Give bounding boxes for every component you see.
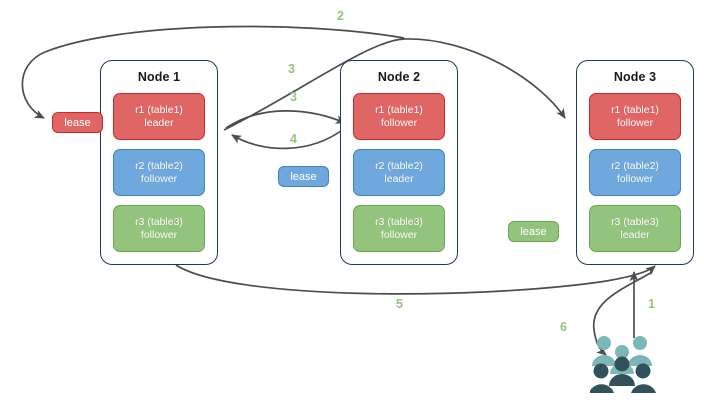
- replica-r2[interactable]: r2 (table2) follower: [589, 149, 681, 196]
- replica-role: leader: [384, 172, 414, 185]
- replica-r1[interactable]: r1 (table1) follower: [589, 93, 681, 140]
- replica-name: r3 (table3): [375, 215, 423, 228]
- step-label-1: 1: [648, 297, 655, 311]
- arrow-step-3-to-node3: [223, 38, 566, 131]
- replica-name: r1 (table1): [135, 103, 183, 116]
- replica-name: r3 (table3): [611, 215, 659, 228]
- replica-name: r2 (table2): [375, 159, 423, 172]
- replica-role: follower: [380, 116, 418, 129]
- node-title: Node 3: [613, 70, 657, 84]
- arrow-step-6: [593, 271, 653, 356]
- replica-list: r1 (table1) follower r2 (table2) leader …: [341, 93, 457, 252]
- lease-badge-red[interactable]: lease: [52, 112, 103, 133]
- replica-role: follower: [140, 228, 178, 241]
- arrow-step-4: [231, 127, 346, 150]
- node-title: Node 2: [377, 70, 421, 84]
- node-container-3[interactable]: Node 3 r1 (table1) follower r2 (table2) …: [576, 60, 694, 265]
- replica-role: follower: [616, 116, 654, 129]
- replica-r1[interactable]: r1 (table1) follower: [353, 93, 445, 140]
- replica-role: follower: [140, 172, 178, 185]
- node-container-2[interactable]: Node 2 r1 (table1) follower r2 (table2) …: [340, 60, 458, 265]
- replica-name: r2 (table2): [135, 159, 183, 172]
- replica-r2[interactable]: r2 (table2) leader: [353, 149, 445, 196]
- replica-r1[interactable]: r1 (table1) leader: [113, 93, 205, 140]
- arrow-step-3-to-node2: [225, 110, 346, 129]
- replica-role: leader: [144, 116, 174, 129]
- replica-name: r2 (table2): [611, 159, 659, 172]
- lease-label: lease: [290, 170, 317, 183]
- step-label-3-node3: 3: [288, 62, 295, 76]
- step-label-5: 5: [396, 297, 403, 311]
- replica-role: follower: [380, 228, 418, 241]
- lease-label: lease: [64, 116, 91, 129]
- replica-list: r1 (table1) follower r2 (table2) followe…: [577, 93, 693, 252]
- lease-badge-blue[interactable]: lease: [278, 166, 329, 187]
- lease-badge-green[interactable]: lease: [508, 221, 559, 242]
- step-label-4: 4: [290, 132, 297, 146]
- replica-role: follower: [616, 172, 654, 185]
- step-label-6: 6: [560, 320, 567, 334]
- replica-name: r1 (table1): [375, 103, 423, 116]
- replica-r3[interactable]: r3 (table3) follower: [353, 205, 445, 252]
- replica-name: r3 (table3): [135, 215, 183, 228]
- replica-list: r1 (table1) leader r2 (table2) follower …: [101, 93, 217, 252]
- node-title: Node 1: [137, 70, 181, 84]
- replica-role: leader: [620, 228, 650, 241]
- users-icon: [590, 336, 656, 393]
- replica-r3[interactable]: r3 (table3) leader: [589, 205, 681, 252]
- replica-name: r1 (table1): [611, 103, 659, 116]
- arrow-step-5: [175, 264, 656, 295]
- node-container-1[interactable]: Node 1 r1 (table1) leader r2 (table2) fo…: [100, 60, 218, 265]
- arrow-step-2: [21, 25, 405, 119]
- step-label-2: 2: [337, 9, 344, 23]
- replica-r2[interactable]: r2 (table2) follower: [113, 149, 205, 196]
- step-label-3-node2: 3: [290, 90, 297, 104]
- replica-r3[interactable]: r3 (table3) follower: [113, 205, 205, 252]
- lease-label: lease: [520, 225, 547, 238]
